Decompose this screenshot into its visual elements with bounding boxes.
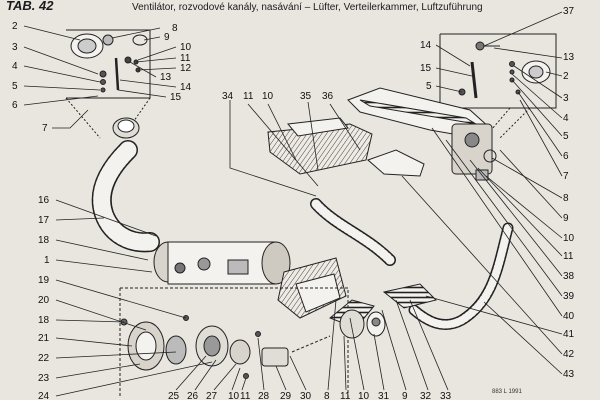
callout-6-left: 6 [12,100,18,111]
callout-11-right: 11 [563,251,574,262]
callout-42: 42 [563,349,575,360]
callout-10-bottom2: 10 [358,391,370,400]
callout-9-bottom: 9 [402,391,408,400]
callout-40: 40 [563,311,575,322]
callout-5-left: 5 [12,81,18,92]
callout-43: 43 [563,369,575,380]
callout-8-bottom: 8 [324,391,330,400]
inset-right-fan-cover [439,33,557,139]
callout-35: 35 [300,91,312,102]
flexible-hoses [91,140,514,330]
callout-2-right: 2 [563,71,569,82]
callout-27: 27 [206,391,218,400]
callout-1: 1 [44,255,50,266]
callout-6-right: 6 [563,151,569,162]
callout-12-top: 12 [180,63,192,74]
callout-3-right: 3 [563,93,569,104]
table-number: TAB. 42 [6,0,54,13]
callout-28: 28 [258,391,270,400]
callout-39: 39 [563,291,575,302]
callout-29: 29 [280,391,292,400]
callout-31: 31 [378,391,390,400]
callout-18-upper: 18 [38,235,50,246]
callout-10-bottom: 10 [228,391,240,400]
callout-3-left: 3 [12,42,18,53]
callout-37: 37 [563,6,575,17]
callout-9-top: 9 [164,32,170,43]
callout-38: 38 [563,271,575,282]
callout-19: 19 [38,275,50,286]
callout-labels: 2 3 4 5 6 7 8 9 10 11 12 13 14 15 14 15 … [12,6,575,400]
callout-10-top: 10 [180,42,192,53]
callout-30: 30 [300,391,312,400]
callout-36: 36 [322,91,334,102]
inset-fan-housing [119,287,386,398]
callout-7-left: 7 [42,123,48,134]
callout-4-right: 4 [563,113,569,124]
callout-34: 34 [222,91,234,102]
callout-33: 33 [440,391,452,400]
callout-15-right: 15 [420,63,432,74]
inset-left-fan-cover [65,29,151,139]
callout-32: 32 [420,391,432,400]
distribution-chamber [267,87,497,181]
callout-14-right: 14 [420,40,432,51]
callout-11-bottom: 11 [240,391,251,400]
callout-9-right: 9 [563,213,569,224]
callout-24: 24 [38,391,50,400]
callout-17: 17 [38,215,50,226]
callout-16: 16 [38,195,50,206]
callout-11-top: 11 [180,53,191,64]
callout-23: 23 [38,373,50,384]
diagram-title: Ventilátor, rozvodové kanály, nasávání –… [132,2,483,13]
callout-11-bottom2: 11 [340,391,351,400]
callout-13-right: 13 [563,52,575,63]
callout-11-mid: 11 [243,91,254,102]
callout-8-right: 8 [563,193,569,204]
callout-20: 20 [38,295,50,306]
callout-13-top: 13 [160,72,172,83]
callout-22: 22 [38,353,50,364]
leader-lines [23,11,563,397]
callout-15-top: 15 [170,92,182,103]
callout-25: 25 [168,391,180,400]
heater-assembly [153,241,437,329]
callout-10-mid: 10 [262,91,274,102]
callout-18-lower: 18 [38,315,50,326]
callout-8-top: 8 [172,23,178,34]
callout-7-right: 7 [563,171,569,182]
callout-5-right2: 5 [563,131,569,142]
callout-5-right: 5 [426,81,432,92]
callout-26: 26 [187,391,199,400]
callout-21: 21 [38,333,50,344]
callout-10-right: 10 [563,233,575,244]
callout-2-left: 2 [12,21,18,32]
drawing-code: 883 L 1991 [492,389,522,395]
callout-4-left: 4 [12,61,18,72]
callout-41: 41 [563,329,575,340]
callout-14-top: 14 [180,82,192,93]
